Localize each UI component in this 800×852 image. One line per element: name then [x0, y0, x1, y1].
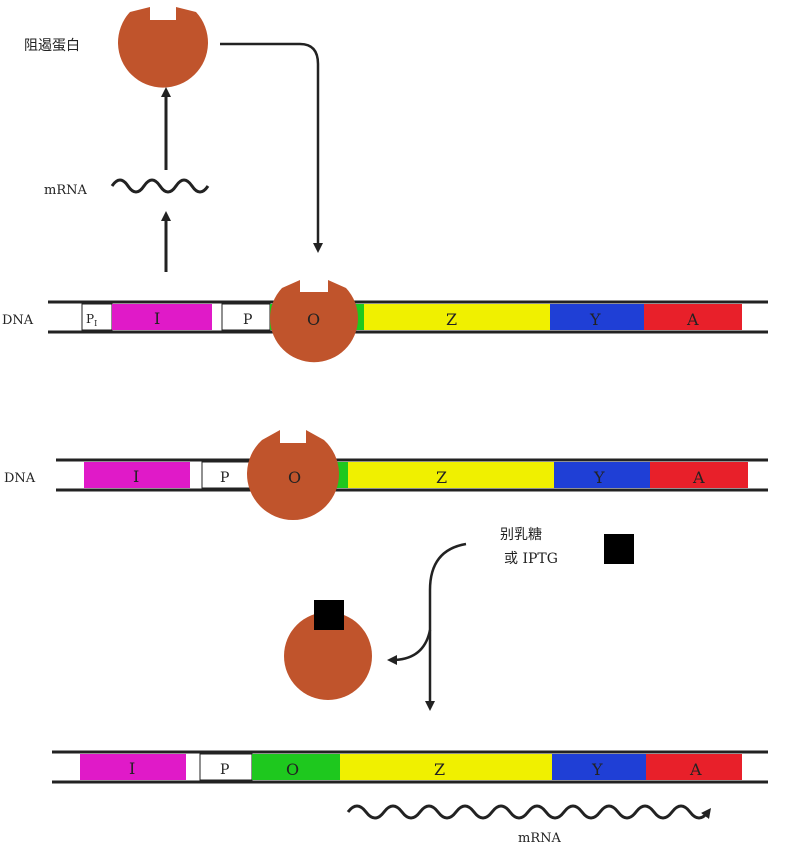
- mrna-label-bottom: mRNA: [518, 831, 561, 846]
- inducer-arrow-to-repressor: [387, 629, 432, 665]
- gene-z-segment-3: [340, 754, 552, 780]
- repressor-protein-shape: [118, 7, 209, 88]
- inducer-label-line2: 或 IPTG: [504, 551, 558, 567]
- mrna-wave-top: [110, 178, 210, 194]
- binding-arrow: [220, 42, 323, 253]
- gene-label-p1-subscript: I: [94, 319, 97, 328]
- bound-repressor-2: [247, 430, 339, 520]
- repressor-label: 阻遏蛋白: [24, 38, 80, 54]
- dna-strand-3: [52, 750, 768, 784]
- bound-repressor-1: [270, 280, 359, 363]
- gene-p-segment-2: [201, 461, 253, 489]
- gene-label-z-2: Z: [436, 468, 447, 487]
- inducer-arrow-down: [425, 542, 467, 711]
- gene-i-segment-2: [84, 462, 190, 488]
- inactivated-repressor: [284, 612, 372, 700]
- gene-label-o-1: O: [307, 310, 320, 329]
- gene-label-a-1: A: [686, 310, 699, 329]
- gene-label-p-2: P: [220, 470, 229, 486]
- gene-a-segment-2: [650, 462, 748, 488]
- gene-i-segment: [112, 304, 212, 330]
- gene-label-a-2: A: [692, 468, 705, 487]
- gene-label-p1: PI: [86, 312, 97, 328]
- gene-label-a-3: A: [689, 760, 702, 779]
- gene-z-segment: [364, 304, 550, 330]
- gene-a-segment: [644, 304, 742, 330]
- mrna-wave-bottom: [346, 804, 712, 820]
- free-repressor-top: [118, 7, 209, 88]
- inducer-label-line1: 别乳糖: [500, 527, 542, 543]
- gene-p-segment: [221, 303, 271, 331]
- gene-label-y-2: Y: [593, 468, 605, 487]
- bound-inducer-molecule: [314, 600, 344, 630]
- gene-o-segment-3: [252, 754, 340, 780]
- gene-y-segment-2: [554, 462, 650, 488]
- gene-label-y-3: Y: [591, 760, 603, 779]
- gene-label-z-3: Z: [434, 760, 445, 779]
- gene-label-y-1: Y: [589, 310, 601, 329]
- gene-label-i-2: I: [133, 467, 139, 486]
- gene-y-segment: [550, 304, 644, 330]
- gene-y-segment-3: [552, 754, 646, 780]
- dna-label-1: DNA: [2, 313, 34, 328]
- gene-label-i-3: I: [129, 759, 135, 778]
- inducer-molecule: [604, 534, 634, 564]
- gene-label-z-1: Z: [446, 310, 457, 329]
- gene-label-o-2: O: [288, 468, 301, 487]
- dna-label-2: DNA: [4, 471, 36, 486]
- dna-strand-2: [56, 458, 768, 492]
- gene-z-segment-2: [348, 462, 554, 488]
- gene-label-p-3: P: [220, 762, 229, 778]
- gene-label-i-1: I: [154, 309, 160, 328]
- gene-label-p-1: P: [243, 312, 252, 328]
- mrna-label-top: mRNA: [44, 183, 87, 198]
- gene-label-o-3: O: [286, 760, 299, 779]
- gene-a-segment-3: [646, 754, 742, 780]
- gene-i-segment-3: [80, 754, 186, 780]
- gene-p1-segment: [81, 303, 113, 331]
